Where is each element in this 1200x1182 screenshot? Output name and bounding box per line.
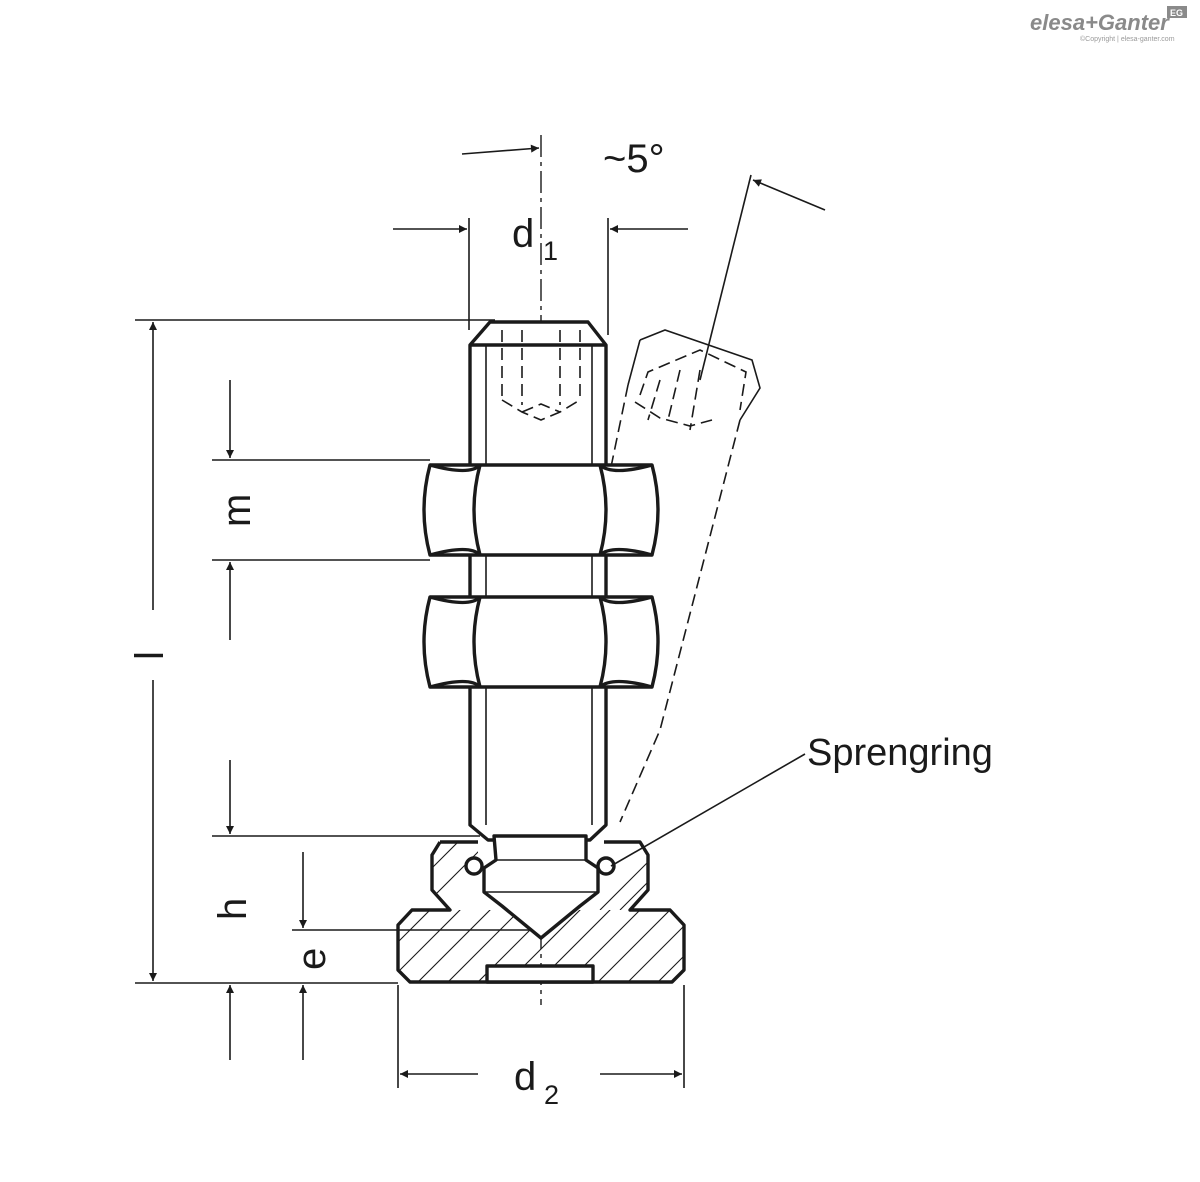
threaded-spindle — [468, 320, 608, 842]
dimension-angle: ~5° — [461, 137, 665, 181]
dimension-e: e — [290, 852, 535, 1060]
dimension-l: l — [128, 319, 495, 984]
dimension-d2: d 2 — [397, 985, 685, 1110]
svg-text:m: m — [215, 494, 259, 527]
callout-sprengring: Sprengring — [610, 732, 993, 867]
svg-text:l: l — [128, 651, 172, 660]
dimension-h: h — [211, 760, 480, 1060]
dimension-m: m — [212, 380, 430, 640]
svg-text:d: d — [514, 1055, 536, 1099]
svg-text:~5°: ~5° — [603, 137, 665, 181]
svg-text:EG: EG — [1170, 8, 1183, 18]
svg-text:h: h — [211, 898, 255, 920]
svg-text:d: d — [512, 212, 534, 256]
circlip — [464, 856, 616, 876]
dimension-d1: d 1 — [393, 212, 688, 335]
ball-neck — [482, 834, 600, 940]
svg-text:2: 2 — [544, 1080, 559, 1110]
foot-base — [396, 840, 686, 984]
svg-text:Sprengring: Sprengring — [807, 732, 993, 774]
hex-nut-lower — [422, 595, 660, 689]
svg-text:©Copyright | elesa-ganter.com: ©Copyright | elesa-ganter.com — [1080, 35, 1175, 43]
svg-text:elesa+Ganter: elesa+Ganter — [1030, 10, 1170, 35]
svg-text:e: e — [290, 948, 334, 970]
brand-logo: elesa+Ganter ©Copyright | elesa-ganter.c… — [1030, 6, 1187, 43]
badge-icon — [1167, 6, 1187, 18]
svg-text:1: 1 — [543, 236, 558, 266]
hex-nut-upper — [422, 463, 660, 557]
